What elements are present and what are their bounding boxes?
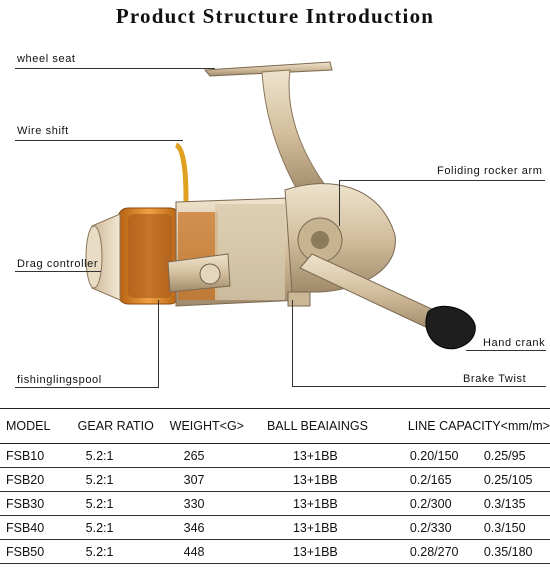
leader-hand-crank bbox=[466, 350, 546, 351]
label-brake-twist: Brake Twist bbox=[463, 373, 527, 385]
cell-gear-ratio: 5.2:1 bbox=[77, 539, 170, 564]
cell-model: FSB10 bbox=[0, 443, 78, 468]
leader-drag-controller bbox=[15, 271, 101, 272]
fishing-reel-illustration bbox=[85, 61, 476, 350]
page-title: Product Structure Introduction bbox=[115, 4, 435, 28]
cell-capacity-2: 0.25/105 bbox=[483, 472, 533, 487]
cell-line-capacity: 0.2/300 0.3/135 bbox=[407, 491, 550, 516]
label-hand-crank: Hand crank bbox=[483, 337, 546, 349]
cell-model: FSB50 bbox=[0, 539, 78, 564]
cell-bearings: 13+1BB bbox=[266, 491, 408, 516]
cell-weight: 330 bbox=[169, 491, 267, 516]
spec-table: MODEL GEAR RATIO WEIGHT<G> BALL BEAIAING… bbox=[0, 409, 550, 564]
leader-fishing-spool-vertical bbox=[158, 300, 159, 388]
cell-line-capacity: 0.2/165 0.25/105 bbox=[407, 467, 550, 492]
cell-bearings: 13+1BB bbox=[266, 515, 408, 540]
crank-knob-shape bbox=[425, 305, 476, 350]
cell-gear-ratio: 5.2:1 bbox=[77, 491, 170, 516]
cell-gear-ratio: 5.2:1 bbox=[77, 467, 170, 492]
cell-capacity-2: 0.3/135 bbox=[483, 496, 526, 511]
cell-model: FSB20 bbox=[0, 467, 78, 492]
cell-weight: 265 bbox=[169, 443, 267, 468]
cell-capacity-1: 0.2/330 bbox=[409, 520, 452, 535]
label-fishing-spool: fishinglingspool bbox=[17, 374, 102, 386]
cell-line-capacity: 0.2/330 0.3/150 bbox=[407, 515, 550, 540]
spec-table-header: MODEL GEAR RATIO WEIGHT<G> BALL BEAIAING… bbox=[0, 409, 550, 444]
cell-model: FSB30 bbox=[0, 491, 78, 516]
cell-capacity-1: 0.2/300 bbox=[409, 496, 452, 511]
cell-bearings: 13+1BB bbox=[266, 467, 408, 492]
cell-capacity-1: 0.28/270 bbox=[409, 544, 459, 559]
cell-bearings: 13+1BB bbox=[266, 539, 408, 564]
label-folding-rocker-arm: Foliding rocker arm bbox=[437, 165, 543, 177]
cell-capacity-2: 0.3/150 bbox=[483, 520, 526, 535]
leader-fishing-spool bbox=[15, 387, 159, 388]
cell-weight: 448 bbox=[169, 539, 267, 564]
table-row: FSB50 5.2:1 448 13+1BB 0.28/270 0.35/180 bbox=[0, 539, 550, 564]
leader-folding-rocker-arm-vertical bbox=[339, 180, 340, 226]
cell-line-capacity: 0.28/270 0.35/180 bbox=[407, 539, 550, 564]
header-line-capacity: LINE CAPACITY<mm/m> bbox=[407, 409, 550, 444]
cell-capacity-1: 0.2/165 bbox=[409, 472, 452, 487]
header-model: MODEL bbox=[0, 409, 78, 444]
cell-capacity-2: 0.25/95 bbox=[483, 448, 526, 463]
cell-bearings: 13+1BB bbox=[266, 443, 408, 468]
table-row: FSB40 5.2:1 346 13+1BB 0.2/330 0.3/150 bbox=[0, 515, 550, 540]
label-wheel-seat: wheel seat bbox=[17, 53, 76, 65]
cell-capacity-2: 0.35/180 bbox=[483, 544, 533, 559]
cell-weight: 307 bbox=[169, 467, 267, 492]
spec-table-container: MODEL GEAR RATIO WEIGHT<G> BALL BEAIAING… bbox=[0, 408, 550, 564]
header-gear-ratio: GEAR RATIO bbox=[77, 409, 170, 444]
table-row: FSB10 5.2:1 265 13+1BB 0.20/150 0.25/95 bbox=[0, 443, 550, 468]
leader-brake-twist bbox=[292, 386, 546, 387]
cell-gear-ratio: 5.2:1 bbox=[77, 443, 170, 468]
leader-wheel-seat bbox=[15, 68, 215, 69]
leader-brake-twist-vertical bbox=[292, 300, 293, 387]
reel-stem-shape bbox=[261, 69, 326, 196]
header-weight: WEIGHT<G> bbox=[169, 409, 267, 444]
label-drag-controller: Drag controller bbox=[17, 258, 99, 270]
cell-weight: 346 bbox=[169, 515, 267, 540]
cell-model: FSB40 bbox=[0, 515, 78, 540]
header-ball-bearings: BALL BEAIAINGS bbox=[266, 409, 408, 444]
cell-line-capacity: 0.20/150 0.25/95 bbox=[407, 443, 550, 468]
table-row: FSB30 5.2:1 330 13+1BB 0.2/300 0.3/135 bbox=[0, 491, 550, 516]
wheel-seat-shape bbox=[203, 61, 333, 77]
leader-folding-rocker-arm bbox=[340, 180, 545, 181]
cell-gear-ratio: 5.2:1 bbox=[77, 515, 170, 540]
label-wire-shift: Wire shift bbox=[17, 125, 69, 137]
table-row: FSB20 5.2:1 307 13+1BB 0.2/165 0.25/105 bbox=[0, 467, 550, 492]
leader-wire-shift bbox=[15, 140, 183, 141]
cell-capacity-1: 0.20/150 bbox=[409, 448, 459, 463]
